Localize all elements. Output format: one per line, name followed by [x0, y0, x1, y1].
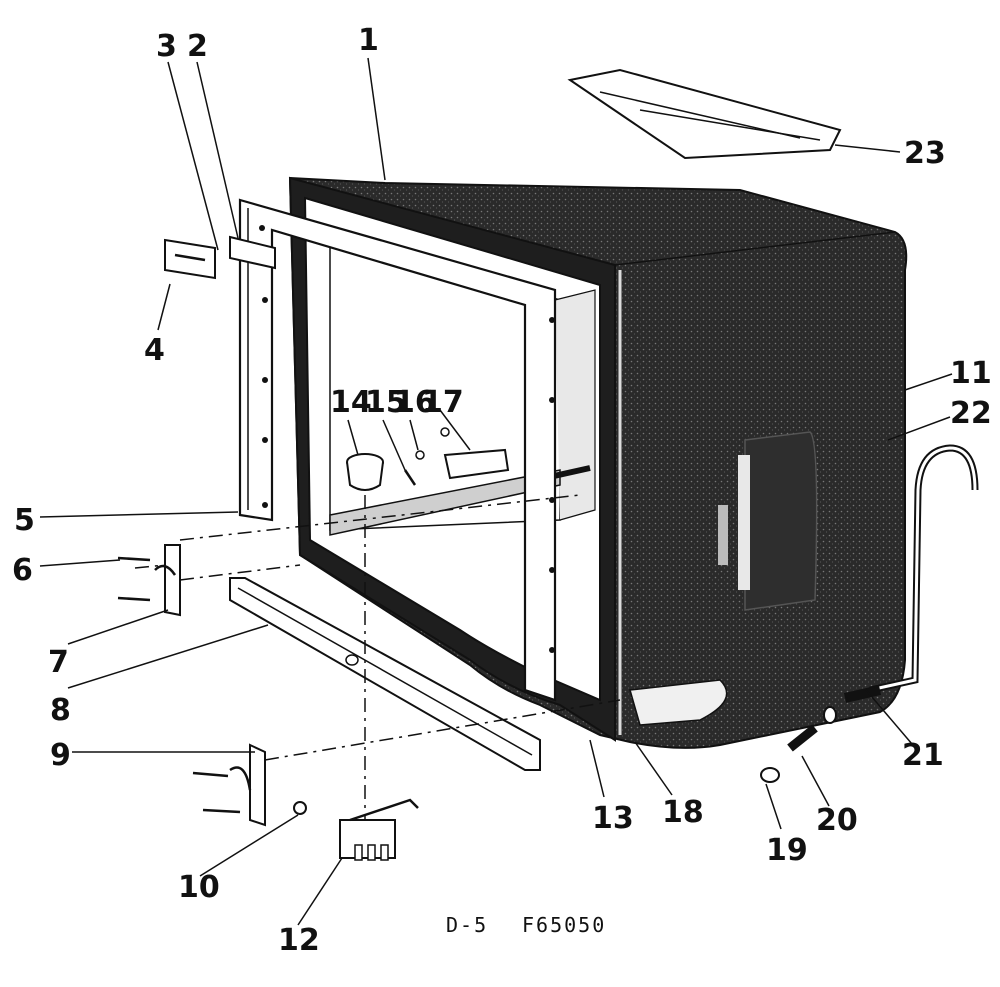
callout-20: 20 — [816, 803, 858, 838]
callout-14: 14 — [330, 385, 372, 420]
callout-9: 9 — [50, 738, 71, 773]
callout-17: 17 — [422, 385, 464, 420]
callout-5: 5 — [14, 503, 35, 538]
callout-12: 12 — [278, 923, 320, 958]
drawing-number: F65050 — [522, 913, 606, 937]
callout-labels: 1 2 3 4 5 6 7 8 9 10 11 12 13 14 15 16 1… — [12, 23, 992, 958]
drawing-caption: D-5 F65050 — [446, 913, 606, 937]
callout-22: 22 — [950, 396, 992, 431]
callout-15: 15 — [365, 385, 407, 420]
callout-4: 4 — [144, 333, 165, 368]
drain-hose — [760, 444, 979, 783]
callout-10: 10 — [178, 870, 220, 905]
callout-21: 21 — [902, 738, 944, 773]
detergent-parts — [346, 427, 510, 491]
leader-lines — [39, 57, 953, 926]
callout-3: 3 — [156, 29, 177, 64]
callout-2: 2 — [187, 29, 208, 64]
assembly-lines — [134, 494, 621, 820]
callout-19: 19 — [766, 833, 808, 868]
callout-11: 11 — [950, 356, 992, 391]
callout-23: 23 — [904, 136, 946, 171]
diagram-code: D-5 — [446, 913, 488, 937]
callout-18: 18 — [662, 795, 704, 830]
hinge-parts — [117, 544, 266, 827]
callout-7: 7 — [48, 645, 69, 680]
callout-8: 8 — [50, 693, 71, 728]
door-switch — [293, 798, 419, 861]
callout-1: 1 — [358, 23, 379, 58]
callout-16: 16 — [394, 385, 436, 420]
callout-6: 6 — [12, 553, 33, 588]
top-cover — [567, 68, 842, 160]
hinge-bracket — [164, 235, 276, 280]
kick-plate — [229, 577, 541, 771]
callout-13: 13 — [592, 801, 634, 836]
